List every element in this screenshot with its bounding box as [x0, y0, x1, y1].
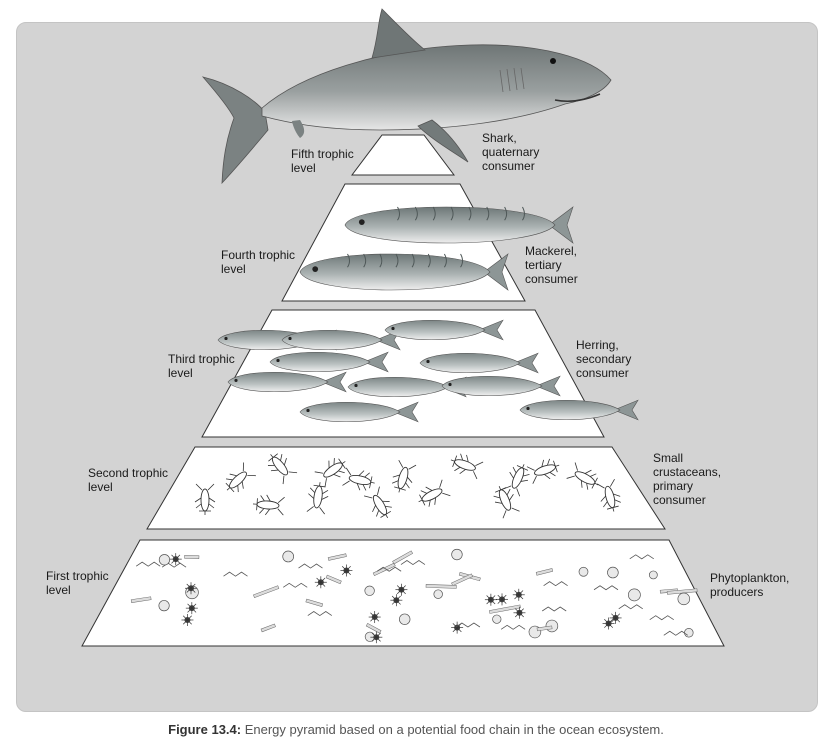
level-5-label: Fifth trophic level	[291, 147, 354, 175]
figure-caption: Figure 13.4: Energy pyramid based on a p…	[0, 722, 832, 737]
level-1-label: First trophic level	[46, 569, 109, 597]
figure-caption-text: Energy pyramid based on a potential food…	[244, 722, 664, 737]
herring-illustration	[217, 319, 639, 423]
mackerel-illustration	[299, 206, 574, 291]
phytoplankton-illustration	[130, 548, 698, 644]
level-4-label: Fourth trophic level	[221, 248, 296, 276]
tier-1	[81, 539, 725, 647]
level-2-label: Second trophic level	[88, 466, 169, 494]
organism-5-label: Shark, quaternary consumer	[482, 131, 540, 173]
figure-caption-label: Figure 13.4:	[168, 722, 242, 737]
organism-2-label: Small crustaceans, primary consumer	[653, 451, 722, 507]
level-3-label: Third trophic level	[168, 352, 235, 380]
organism-3-label: Herring, secondary consumer	[576, 338, 632, 380]
crustacean-illustration	[194, 453, 621, 519]
shark-illustration	[201, 8, 612, 185]
organism-1-label: Phytoplankton, producers	[710, 571, 790, 599]
organism-4-label: Mackerel, tertiary consumer	[525, 244, 578, 286]
tier-5	[351, 134, 455, 176]
